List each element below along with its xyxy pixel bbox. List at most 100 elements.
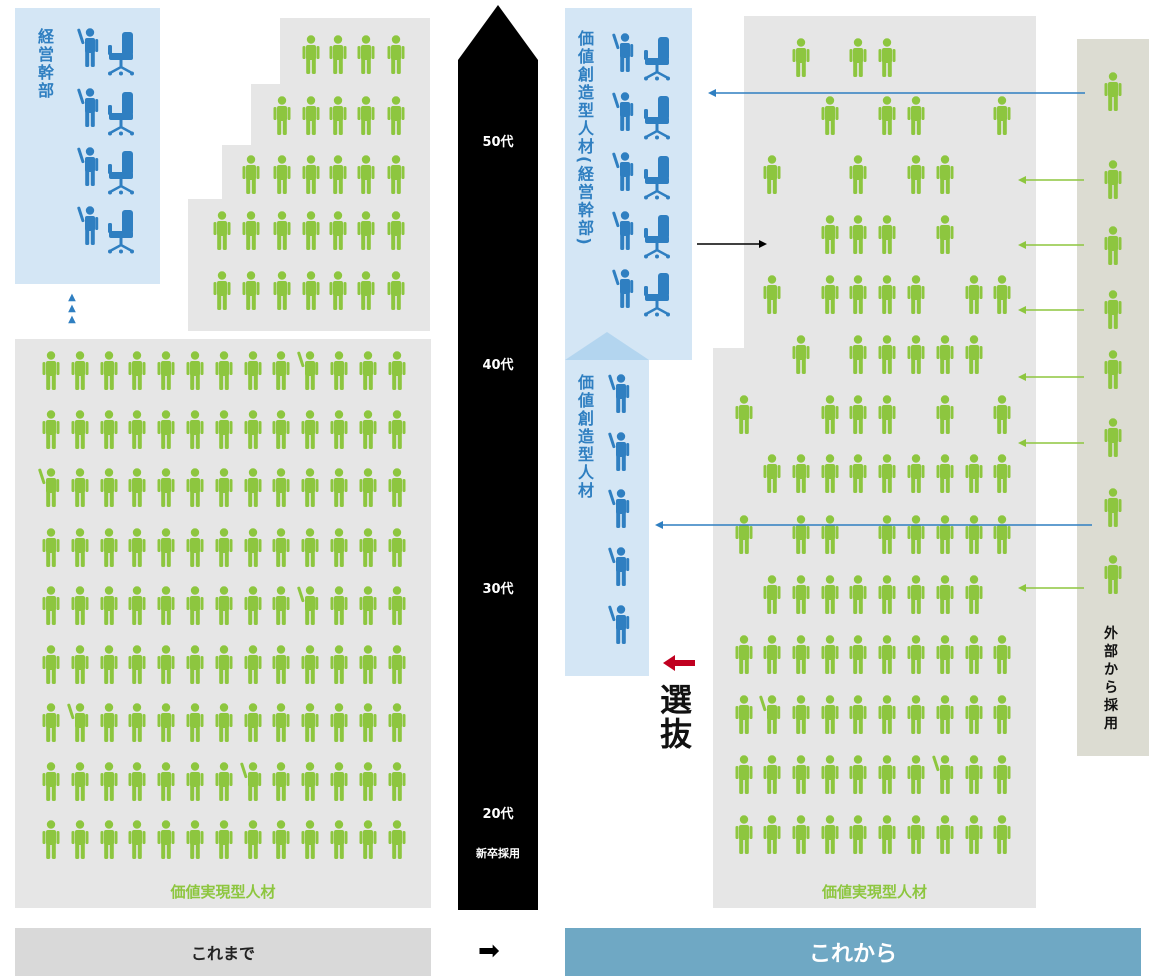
person-icon <box>42 351 60 390</box>
new-grad-label: 新卒採用 <box>476 847 520 860</box>
person-icon <box>186 762 204 801</box>
value-creation-triangle <box>565 332 649 360</box>
person-icon <box>357 211 375 250</box>
person-icon <box>878 395 896 434</box>
waving-person-icon <box>608 374 630 413</box>
person-icon <box>936 454 954 493</box>
person-icon <box>792 755 810 794</box>
selection-label: 選抜 <box>660 681 693 753</box>
person-icon <box>936 815 954 854</box>
person-icon <box>849 335 867 374</box>
left-arrow-icon <box>655 521 1092 529</box>
left-arrow-icon <box>1018 439 1084 447</box>
person-icon <box>71 528 89 567</box>
waving-person-icon <box>608 605 630 644</box>
person-icon <box>965 815 983 854</box>
person-icon <box>763 635 781 674</box>
person-icon <box>907 515 925 554</box>
person-icon <box>186 351 204 390</box>
person-icon <box>907 755 925 794</box>
person-icon <box>388 586 406 625</box>
person-icon <box>965 575 983 614</box>
person-icon <box>849 38 867 77</box>
person-icon <box>878 454 896 493</box>
person-icon <box>128 468 146 507</box>
person-icon <box>387 96 405 135</box>
person-icon <box>215 703 233 742</box>
person-icon <box>186 586 204 625</box>
person-icon <box>330 703 348 742</box>
person-icon <box>359 820 377 859</box>
person-icon <box>273 155 291 194</box>
person-icon <box>388 645 406 684</box>
age-axis-arrow <box>458 5 538 910</box>
person-icon <box>993 515 1011 554</box>
person-icon <box>272 351 290 390</box>
person-icon <box>329 35 347 74</box>
person-icon <box>387 35 405 74</box>
person-icon <box>330 351 348 390</box>
person-icon <box>388 703 406 742</box>
person-icon <box>993 635 1011 674</box>
age-20s: 20代 <box>482 807 514 822</box>
waving-person-icon <box>759 695 781 734</box>
person-icon <box>993 755 1011 794</box>
person-icon <box>128 410 146 449</box>
person-icon <box>302 155 320 194</box>
person-icon <box>907 695 925 734</box>
person-icon <box>1104 555 1122 594</box>
person-icon <box>244 528 262 567</box>
person-icon <box>359 410 377 449</box>
person-icon <box>42 586 60 625</box>
office-chair-icon <box>108 92 134 136</box>
person-icon <box>735 695 753 734</box>
person-icon <box>1104 226 1122 265</box>
person-icon <box>244 586 262 625</box>
office-chair-icon <box>644 215 670 259</box>
person-icon <box>213 271 231 310</box>
person-icon <box>792 695 810 734</box>
waving-person-icon <box>612 92 634 131</box>
person-icon <box>792 815 810 854</box>
person-icon <box>71 820 89 859</box>
person-icon <box>1104 350 1122 389</box>
waving-person-icon <box>612 33 634 72</box>
person-icon <box>878 755 896 794</box>
left-arrow-icon <box>708 89 1085 97</box>
person-icon <box>735 635 753 674</box>
person-icon <box>272 762 290 801</box>
person-icon <box>792 515 810 554</box>
person-icon <box>792 454 810 493</box>
person-icon <box>965 275 983 314</box>
person-icon <box>272 468 290 507</box>
person-icon <box>965 515 983 554</box>
person-icon <box>71 762 89 801</box>
person-icon <box>215 820 233 859</box>
left-arrow-icon <box>1018 241 1084 249</box>
person-icon <box>128 703 146 742</box>
person-icon <box>821 454 839 493</box>
person-icon <box>907 575 925 614</box>
person-icon <box>388 528 406 567</box>
person-icon <box>878 96 896 135</box>
person-icon <box>71 410 89 449</box>
up-arrow-icon: ▲ <box>68 314 76 325</box>
right-lower-panel <box>713 348 1036 908</box>
person-icon <box>359 586 377 625</box>
waving-person-icon <box>612 269 634 308</box>
person-icon <box>100 645 118 684</box>
person-icon <box>157 762 175 801</box>
footer-before-label: これまで <box>190 944 255 963</box>
person-icon <box>907 815 925 854</box>
person-icon <box>128 820 146 859</box>
person-icon <box>821 215 839 254</box>
person-icon <box>329 271 347 310</box>
person-icon <box>359 762 377 801</box>
person-icon <box>301 468 319 507</box>
person-icon <box>387 155 405 194</box>
person-icon <box>1104 72 1122 111</box>
person-icon <box>242 271 260 310</box>
person-icon <box>42 410 60 449</box>
executives-label: 経営幹部 <box>35 28 54 100</box>
person-icon <box>71 351 89 390</box>
